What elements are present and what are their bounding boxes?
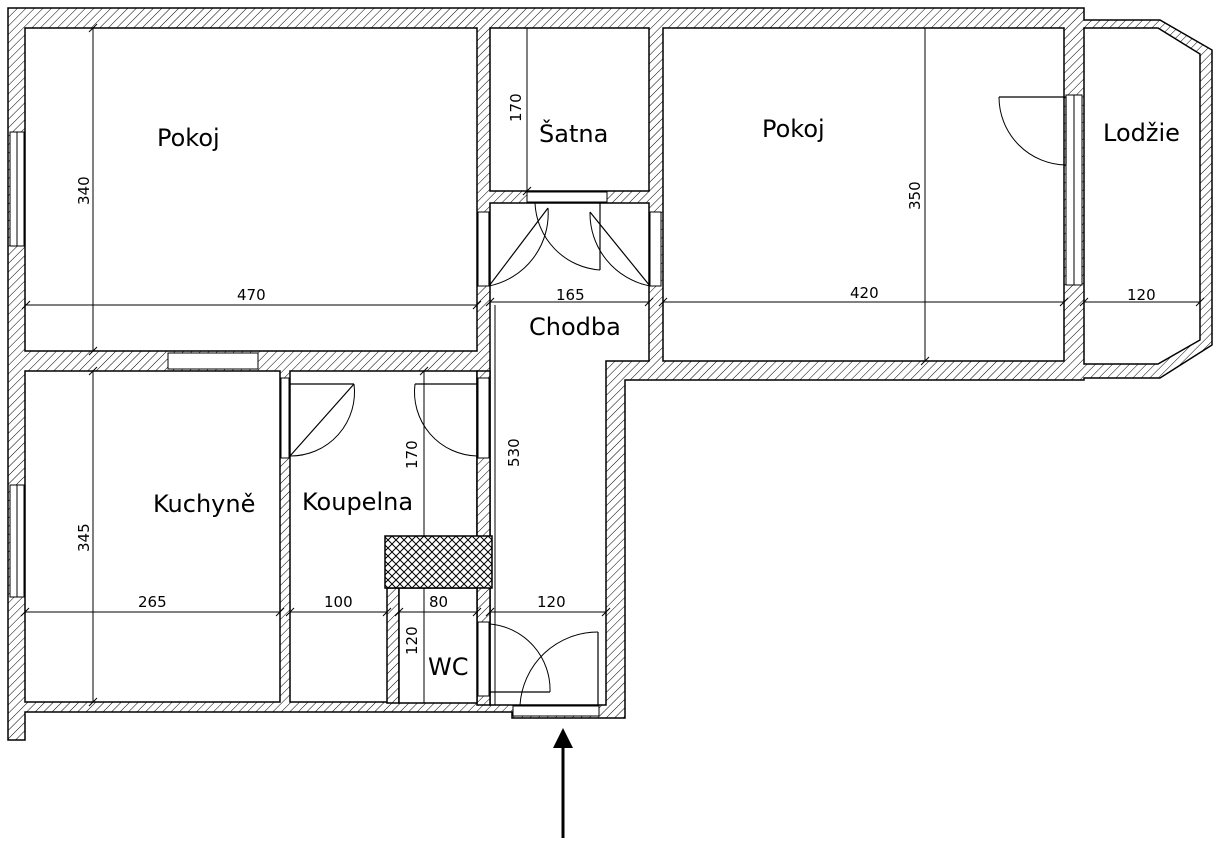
room-pokoj-right <box>662 27 1065 362</box>
label-satna: Šatna <box>539 118 608 148</box>
door-lodzie <box>998 96 1067 166</box>
label-pokoj-left: Pokoj <box>157 124 220 152</box>
door-koupelna <box>414 383 478 457</box>
label-koupelna: Koupelna <box>302 488 413 516</box>
door-entrance <box>519 631 599 706</box>
door-kuchyne <box>289 383 355 457</box>
wall-wc-left <box>386 587 400 704</box>
dim-pokoj-left-height: 340 <box>75 176 93 205</box>
label-pokoj-right: Pokoj <box>762 115 825 143</box>
label-wc: WC <box>428 653 469 681</box>
door-satna <box>534 202 601 271</box>
dim-kuchyne-height: 345 <box>75 523 93 552</box>
pass-through <box>167 352 259 370</box>
dim-wc-height: 120 <box>403 626 421 655</box>
dim-pokoj-left-width: 470 <box>237 286 266 304</box>
service-shaft <box>384 535 493 589</box>
dim-chodba-length: 530 <box>505 438 523 467</box>
dim-kuchyne-width: 265 <box>138 593 167 611</box>
dimension-lines <box>20 23 1205 707</box>
room-satna <box>489 27 650 192</box>
room-kuchyne <box>24 370 281 703</box>
dim-pokoj-right-height: 350 <box>906 181 924 210</box>
dim-koupelna-width: 100 <box>324 593 353 611</box>
room-lodzie <box>1083 27 1201 365</box>
door-wc <box>489 623 551 693</box>
room-pokoj-left <box>24 27 478 352</box>
dim-chodba-width: 165 <box>556 286 585 304</box>
dim-wc-width: 80 <box>429 593 448 611</box>
dim-pokoj-right-width: 420 <box>850 284 879 302</box>
dim-lodzie-width: 120 <box>1127 286 1156 304</box>
label-kuchyne: Kuchyně <box>153 490 255 518</box>
dim-satna-height: 170 <box>507 93 525 122</box>
entrance-arrow-icon <box>553 728 573 838</box>
dim-koupelna-height: 170 <box>403 440 421 469</box>
label-chodba: Chodba <box>529 313 621 341</box>
label-lodzie: Lodžie <box>1103 119 1180 147</box>
dim-entry-width: 120 <box>537 593 566 611</box>
